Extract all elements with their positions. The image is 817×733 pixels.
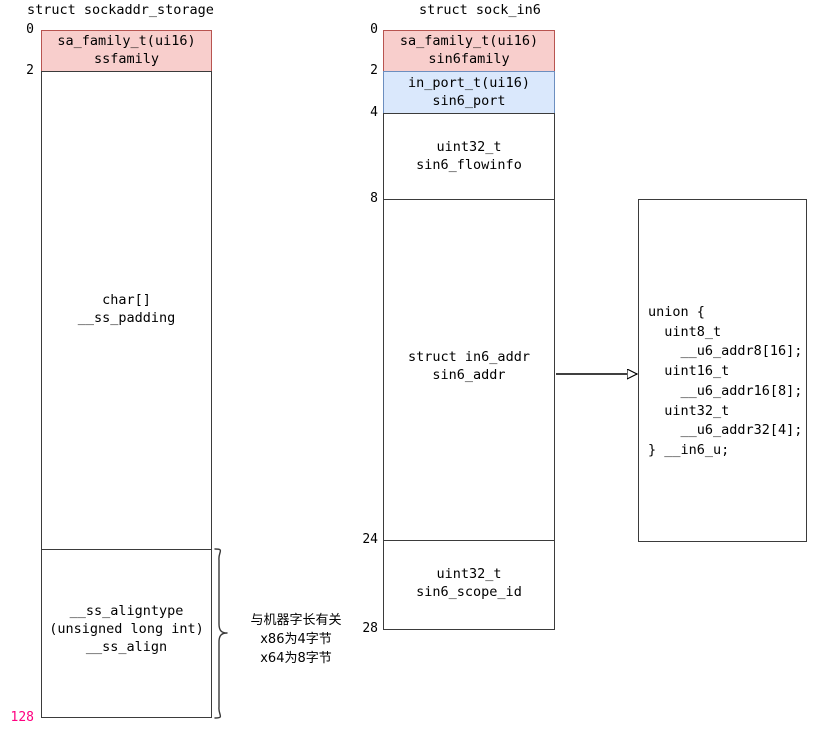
in6-field-sin6family[interactable]: sa_family_t(ui16) sin6family xyxy=(383,30,555,72)
ss-offset-128: 128 xyxy=(10,710,34,725)
union-box-text: union { uint8_t __u6_addr8[16]; uint16_t… xyxy=(648,304,803,458)
ss-field-align-box[interactable] xyxy=(41,549,212,718)
ss-field-ssfamily[interactable]: sa_family_t(ui16) ssfamily xyxy=(41,30,212,72)
in6-field-scope-id-label: uint32_t sin6_scope_id xyxy=(416,566,522,600)
in6-field-scope-id-box[interactable] xyxy=(383,540,555,630)
in6-field-sin6-port[interactable]: in_port_t(ui16) sin6_port xyxy=(383,71,555,114)
in6-field-sin6-addr-label: struct in6_addr sin6_addr xyxy=(408,349,530,383)
in6-offset-0: 0 xyxy=(370,22,378,37)
in6-offset-28: 28 xyxy=(362,621,378,636)
in6-offset-8: 8 xyxy=(370,191,378,206)
align-brace xyxy=(214,548,228,719)
sock-in6-title: struct sock_in6 xyxy=(419,2,541,18)
in6-offset-24: 24 xyxy=(362,532,378,547)
in6-offset-4: 4 xyxy=(370,105,378,120)
ss-field-padding-box[interactable] xyxy=(41,71,212,550)
ss-field-align-label: __ss_aligntype (unsigned long int) __ss_… xyxy=(49,603,204,655)
brace-note-text: 与机器字长有关 x86为4字节 x64为8字节 xyxy=(250,613,342,666)
sockaddr-storage-title: struct sockaddr_storage xyxy=(27,2,214,18)
in6-field-flowinfo-label: uint32_t sin6_flowinfo xyxy=(416,139,522,173)
ss-offset-2: 2 xyxy=(26,63,34,78)
ss-offset-0: 0 xyxy=(26,22,34,37)
ss-field-padding-label: char[] __ss_padding xyxy=(77,292,176,326)
in6-field-sin6-addr-box[interactable] xyxy=(383,199,555,541)
union-box[interactable] xyxy=(638,199,807,542)
in6-offset-2: 2 xyxy=(370,63,378,78)
